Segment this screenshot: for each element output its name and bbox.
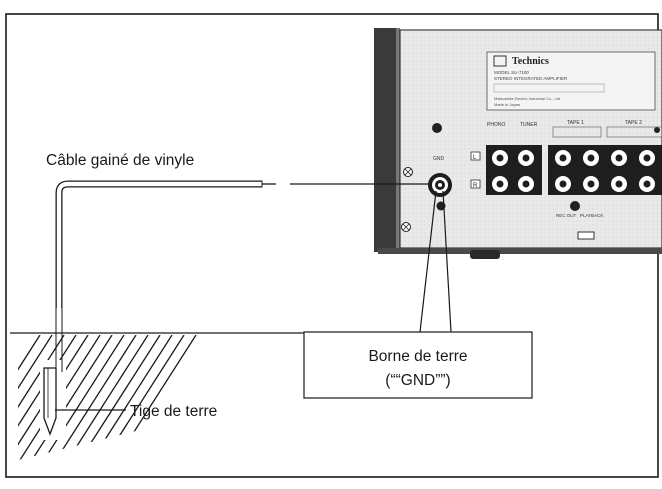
rca-jack-icon [583, 150, 599, 166]
terminal-label-line1: Borne de terre [368, 348, 467, 365]
rca-jack-icon [611, 176, 627, 192]
ground-hatching [18, 335, 200, 460]
gnd-label: GND [433, 156, 445, 162]
channel-l-badge [470, 151, 481, 161]
maker-name: Matsushita Electric Industrial Co., Ltd. [494, 96, 561, 101]
rca-jack-icon [555, 176, 571, 192]
amplifier-rear-panel: Technics MODEL SU-7100 STEREO INTEGRATED… [374, 28, 662, 259]
screw-icon [654, 127, 660, 133]
terminal-leader-right [442, 190, 452, 333]
rca-jack-icon [555, 150, 571, 166]
model-line: MODEL SU-7100 [494, 70, 529, 75]
rca-jack-icon [518, 176, 534, 192]
rca-jack-icon [639, 150, 655, 166]
ground-rod [43, 367, 57, 436]
amplifier-foot [470, 250, 500, 259]
tuner-label: TUNER [520, 122, 538, 128]
nameplate [486, 51, 656, 111]
tape1-label: TAPE 1 [567, 120, 584, 126]
terminal-leader-left [419, 190, 437, 333]
brand-name: Technics [512, 56, 549, 67]
model-description: STEREO INTEGRATED AMPLIFIER [494, 76, 568, 81]
rca-jack-icon [583, 176, 599, 192]
cable-label: Câble gainé de vinyle [46, 152, 194, 169]
rca-jack-icon [518, 150, 534, 166]
terminal-callout-box [303, 331, 533, 399]
screw-icon [570, 201, 580, 211]
terminal-label-line2: (““GND””) [385, 372, 450, 389]
latch [577, 231, 595, 240]
vinyl-sheathed-cable [55, 180, 429, 372]
tape2-label: TAPE 2 [625, 120, 642, 126]
technics-logo-icon [493, 55, 507, 67]
rod-label: Tige de terre [130, 403, 217, 420]
gnd-terminal [428, 173, 452, 197]
origin-text: Made in Japan [494, 102, 520, 107]
channel-r-label: R [473, 183, 478, 189]
channel-l-label: L [473, 155, 477, 161]
chassis-side [374, 28, 398, 252]
rca-jack-icon [639, 176, 655, 192]
screw-icon [432, 123, 442, 133]
playback-label: PLAYBACK [580, 213, 603, 218]
rec-out-label: REC OUT [556, 213, 577, 218]
rca-jacks [492, 150, 655, 192]
rca-jack-icon [492, 150, 508, 166]
phono-label: PHONO [487, 122, 505, 128]
channel-r-badge [470, 179, 481, 189]
rca-jack-icon [492, 176, 508, 192]
rca-jack-icon [611, 150, 627, 166]
